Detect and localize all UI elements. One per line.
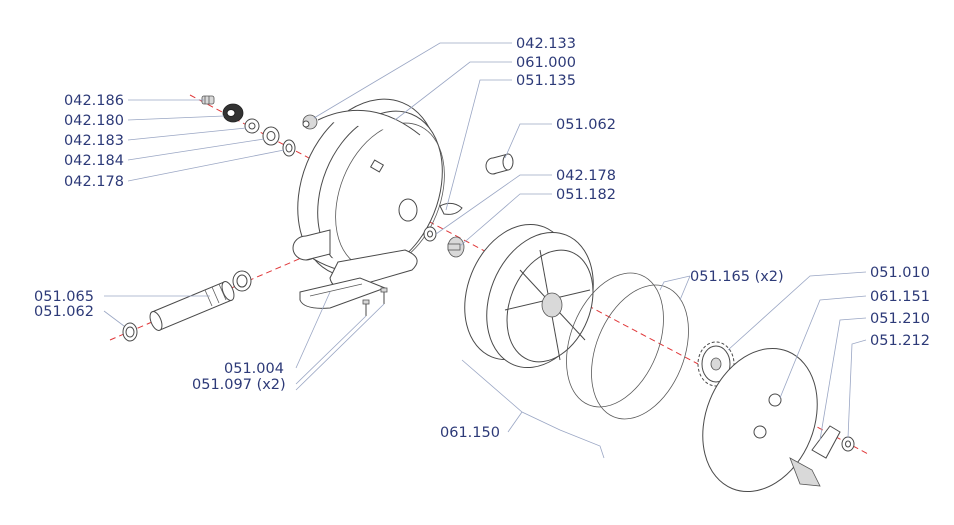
label-061-151: 061.151 — [870, 289, 930, 305]
part-042-180-knob — [222, 103, 244, 123]
label-051-182: 051.182 — [556, 187, 616, 203]
part-042-184-washer — [262, 126, 280, 146]
label-042-133: 042.133 — [516, 36, 576, 52]
part-042-133-bushing — [302, 114, 318, 130]
label-051-165: 051.165 (x2) — [690, 269, 784, 285]
part-051-135-clip — [439, 202, 463, 215]
part-labels: 042.186 042.180 042.183 042.184 042.178 … — [34, 36, 930, 441]
part-051-062-bushing-left — [122, 322, 138, 342]
leader-lines — [103, 42, 867, 459]
label-051-097: 051.097 (x2) — [192, 377, 286, 393]
part-042-178-washer-left — [282, 139, 296, 157]
label-042-184: 042.184 — [64, 153, 124, 169]
label-061-000: 061.000 — [516, 55, 576, 71]
part-042-183-washer — [244, 118, 260, 134]
part-051-182-axle-cap — [447, 236, 465, 258]
label-061-150: 061.150 — [440, 425, 500, 441]
part-051-062-bushing-right — [485, 153, 514, 175]
label-051-135: 051.135 — [516, 73, 576, 89]
part-061-150-spool — [464, 223, 594, 369]
part-042-178-washer-right — [423, 226, 437, 242]
part-051-097-screws — [362, 287, 388, 316]
part-051-065-rod — [149, 270, 252, 331]
part-051-165-bands — [566, 272, 689, 420]
label-042-186: 042.186 — [64, 93, 124, 109]
label-051-010: 051.010 — [870, 265, 930, 281]
label-042-180: 042.180 — [64, 113, 124, 129]
part-061-151-plate — [702, 347, 818, 493]
part-051-210-handle — [789, 425, 841, 487]
label-051-212: 051.212 — [870, 333, 930, 349]
label-042-183: 042.183 — [64, 133, 124, 149]
label-042-178-left: 042.178 — [64, 174, 124, 190]
part-061-000-frame — [292, 98, 445, 289]
part-051-004-foot — [299, 277, 387, 309]
part-051-212-nut — [841, 436, 855, 452]
label-051-062-left: 051.062 — [34, 304, 94, 320]
label-051-062-right: 051.062 — [556, 117, 616, 133]
label-051-004: 051.004 — [224, 361, 284, 377]
label-051-065: 051.065 — [34, 289, 94, 305]
label-051-210: 051.210 — [870, 311, 930, 327]
label-042-178-right: 042.178 — [556, 168, 616, 184]
